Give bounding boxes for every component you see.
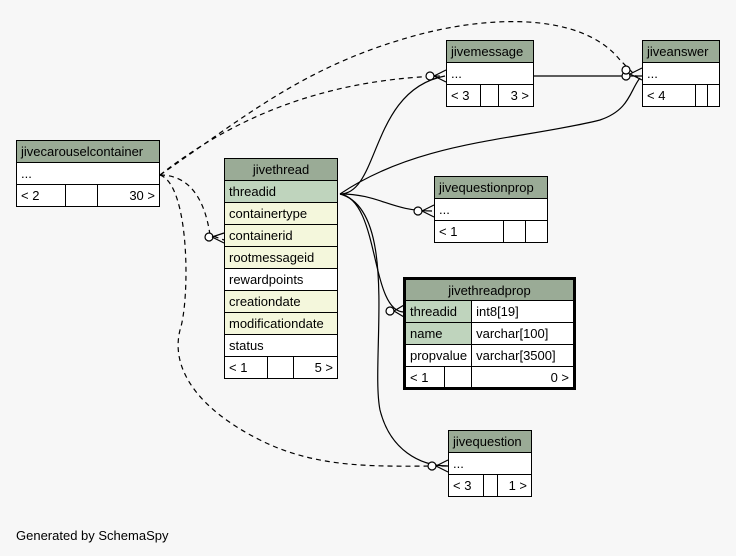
edge-thread-message	[339, 75, 446, 195]
spacer-cell	[65, 184, 99, 207]
spacer-cell	[480, 84, 500, 107]
table-jivethreadprop[interactable]: jivethreadprop threadid int8[19] name va…	[403, 277, 576, 390]
crowfoot-marker	[393, 304, 405, 318]
edge-carousel-question	[159, 174, 449, 467]
parents-count: < 3	[448, 474, 484, 497]
column-type: varchar[100]	[471, 322, 575, 345]
edge-thread-answer	[339, 77, 641, 195]
table-jivemessage[interactable]: jivemessage ... < 3 3 >	[445, 40, 534, 107]
column-threadid[interactable]: threadid	[224, 180, 338, 203]
parents-count: < 4	[642, 84, 696, 107]
children-count: 5 >	[293, 356, 338, 379]
crowfoot-marker	[211, 232, 225, 244]
crowfoot-marker	[629, 67, 643, 81]
crowfoot-marker	[433, 69, 447, 83]
table-title[interactable]: jivethreadprop	[404, 278, 575, 301]
column-type: int8[19]	[471, 300, 575, 323]
children-count: 3 >	[498, 84, 534, 107]
column-containerid[interactable]: containerid	[224, 224, 338, 247]
spacer-cell	[443, 366, 473, 389]
table-jivecarouselcontainer[interactable]: jivecarouselcontainer ... < 2 30 >	[15, 140, 160, 207]
children-count: 1 >	[496, 474, 532, 497]
table-title[interactable]: jivequestionprop	[434, 176, 548, 199]
edge-thread-question	[339, 193, 449, 467]
crowfoot-marker	[435, 459, 449, 473]
edge-end-circle	[621, 65, 631, 75]
table-title[interactable]: jiveanswer	[642, 40, 720, 63]
column-rootmessageid[interactable]: rootmessageid	[224, 246, 338, 269]
parents-count: < 2	[15, 184, 67, 207]
spacer-cell	[267, 356, 295, 379]
crowfoot-marker	[421, 204, 435, 218]
table-title[interactable]: jivethread	[224, 158, 338, 181]
column-rewardpoints[interactable]: rewardpoints	[224, 268, 338, 291]
column-propvalue[interactable]: propvalue	[403, 344, 473, 367]
table-title[interactable]: jivequestion	[448, 430, 532, 453]
spacer-cell	[695, 84, 708, 107]
parents-count: < 3	[445, 84, 482, 107]
column-name[interactable]: name	[403, 322, 473, 345]
footer-credit: Generated by SchemaSpy	[16, 528, 169, 543]
children-count: 30 >	[97, 184, 160, 207]
edge-end-circle	[204, 232, 214, 242]
spacer-cell	[503, 220, 526, 243]
table-title[interactable]: jivemessage	[446, 40, 534, 63]
children-count	[707, 84, 720, 107]
table-jivethread[interactable]: jivethread threadid containertype contai…	[223, 158, 338, 379]
table-jivequestionprop[interactable]: jivequestionprop ... < 1	[434, 176, 548, 243]
edge-end-circle	[413, 206, 423, 216]
edge-end-circle	[425, 71, 435, 81]
parents-count: < 1	[434, 220, 504, 243]
column-containertype[interactable]: containertype	[224, 202, 338, 225]
parents-count: < 1	[404, 366, 445, 389]
table-jivequestion[interactable]: jivequestion ... < 3 1 >	[448, 430, 532, 497]
edge-carousel-message	[159, 75, 441, 176]
table-title[interactable]: jivecarouselcontainer	[16, 140, 160, 163]
table-jiveanswer[interactable]: jiveanswer ... < 4	[642, 40, 720, 107]
edge-carousel-thread	[159, 174, 225, 241]
edge-carousel-answer	[159, 21, 639, 176]
table-row: ...	[448, 452, 532, 475]
column-modificationdate[interactable]: modificationdate	[224, 312, 338, 335]
edge-thread-threadprop	[339, 193, 405, 313]
edge-end-circle	[427, 461, 437, 471]
column-type: varchar[3500]	[471, 344, 575, 367]
children-count: 0 >	[471, 366, 575, 389]
table-row: ...	[446, 62, 534, 85]
table-row: ...	[434, 198, 548, 221]
column-status[interactable]: status	[224, 334, 338, 357]
edge-end-circle	[385, 306, 395, 316]
spacer-cell	[482, 474, 498, 497]
table-row: ...	[642, 62, 720, 85]
column-creationdate[interactable]: creationdate	[224, 290, 338, 313]
table-row: ...	[16, 162, 160, 185]
children-count	[525, 220, 548, 243]
column-threadid[interactable]: threadid	[403, 300, 473, 323]
parents-count: < 1	[223, 356, 269, 379]
